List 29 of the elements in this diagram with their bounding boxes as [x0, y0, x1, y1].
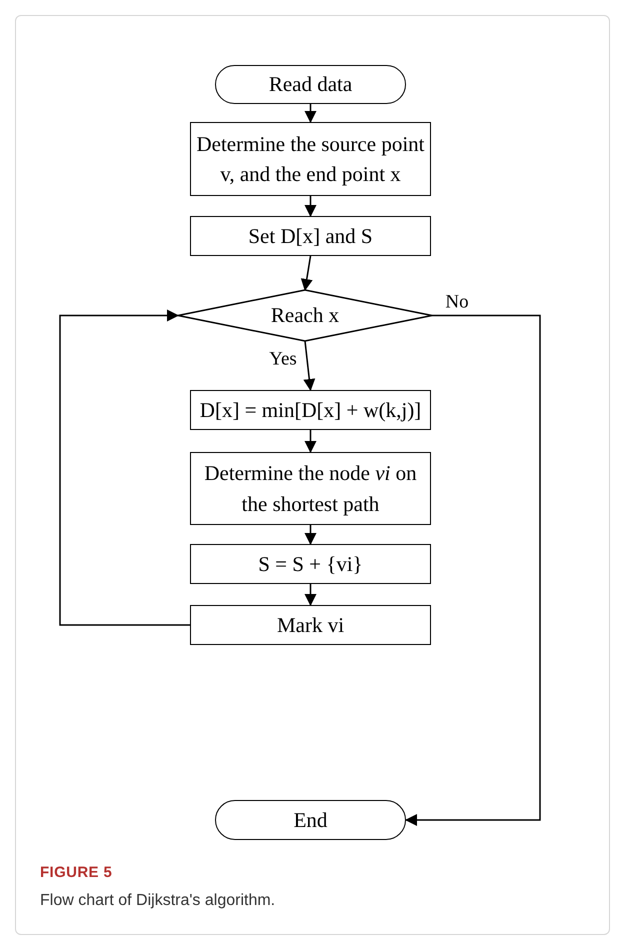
node-text: Determine the node vi on the shortest path [203, 460, 418, 518]
node-text: Read data [268, 71, 352, 98]
arrow [304, 525, 316, 545]
process-box [190, 390, 431, 430]
arrow [304, 584, 316, 606]
node-text: S = S + {vi} [258, 550, 363, 578]
arrow [59, 310, 190, 626]
node-text: End [294, 806, 328, 834]
terminal-pill [215, 800, 406, 840]
process-box [190, 452, 431, 525]
node-text: Determine the source point v, and the end point x [195, 130, 426, 188]
process-box [190, 122, 431, 196]
terminal-pill [215, 65, 406, 104]
figure-number: FIGURE 5 [40, 863, 114, 883]
edge-label: No [444, 292, 470, 311]
arrow [303, 340, 316, 391]
arrow [300, 256, 313, 291]
process-box [190, 544, 431, 584]
node-text: Mark vi [276, 612, 344, 639]
arrow [304, 430, 316, 453]
node-text: Reach x [270, 302, 340, 330]
node-text: D[x] = min[D[x] + w(k,j)] [200, 396, 422, 424]
arrow [304, 104, 316, 123]
process-box [190, 216, 431, 256]
arrow [405, 314, 541, 826]
arrow [304, 196, 316, 217]
process-box [190, 605, 431, 645]
node-text: Set D[x] and S [248, 222, 373, 250]
figure-caption: Flow chart of Dijkstra's algorithm. [40, 890, 276, 910]
